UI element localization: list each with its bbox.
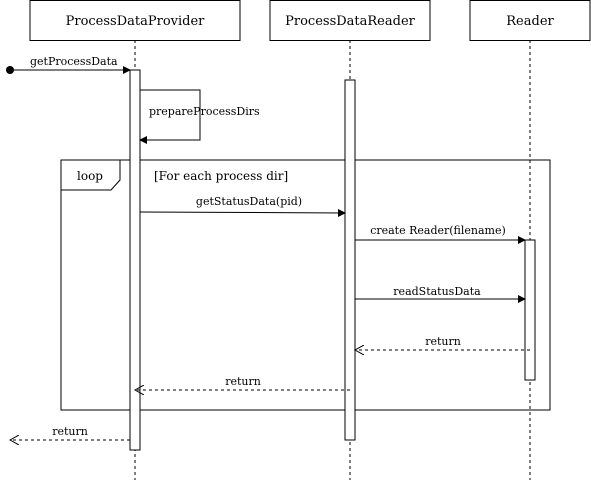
participant-process-data-provider: ProcessDataProvider (29, 0, 241, 41)
participant-label: Reader (506, 14, 554, 29)
message-read-status-data: readStatusData (355, 285, 526, 303)
message-return-process-data-reader: return (135, 375, 350, 390)
message-label: getProcessData (30, 55, 118, 68)
loop-guard: [For each process dir] (154, 169, 288, 183)
message-get-process-data: getProcessData (6, 55, 131, 74)
activation-bar-process-data-reader (344, 79, 356, 441)
message-label: return (52, 425, 88, 438)
loop-tab (61, 159, 121, 191)
participant-label: ProcessDataProvider (66, 14, 206, 29)
activation-bar-reader (524, 239, 536, 381)
message-label: readStatusData (393, 285, 481, 298)
loop-fragment: loop [For each process dir] (60, 159, 551, 411)
message-return-reader: return (355, 335, 530, 350)
participant-label: ProcessDataReader (285, 14, 416, 29)
message-get-status-data: getStatusData(pid) (139, 195, 346, 217)
message-create-reader: create Reader(filename) (355, 224, 526, 244)
message-label: prepareProcessDirs (149, 105, 260, 118)
participant-reader: Reader (469, 0, 591, 41)
message-label: getStatusData(pid) (196, 195, 302, 208)
loop-keyword: loop (77, 169, 103, 183)
participant-process-data-reader: ProcessDataReader (269, 0, 431, 41)
message-label: return (225, 375, 261, 388)
message-label: return (425, 335, 461, 348)
activation-bar-provider (129, 69, 141, 451)
message-prepare-process-dirs: prepareProcessDirs (139, 89, 260, 144)
message-label: create Reader(filename) (370, 224, 506, 237)
message-return-provider: return (10, 425, 130, 440)
